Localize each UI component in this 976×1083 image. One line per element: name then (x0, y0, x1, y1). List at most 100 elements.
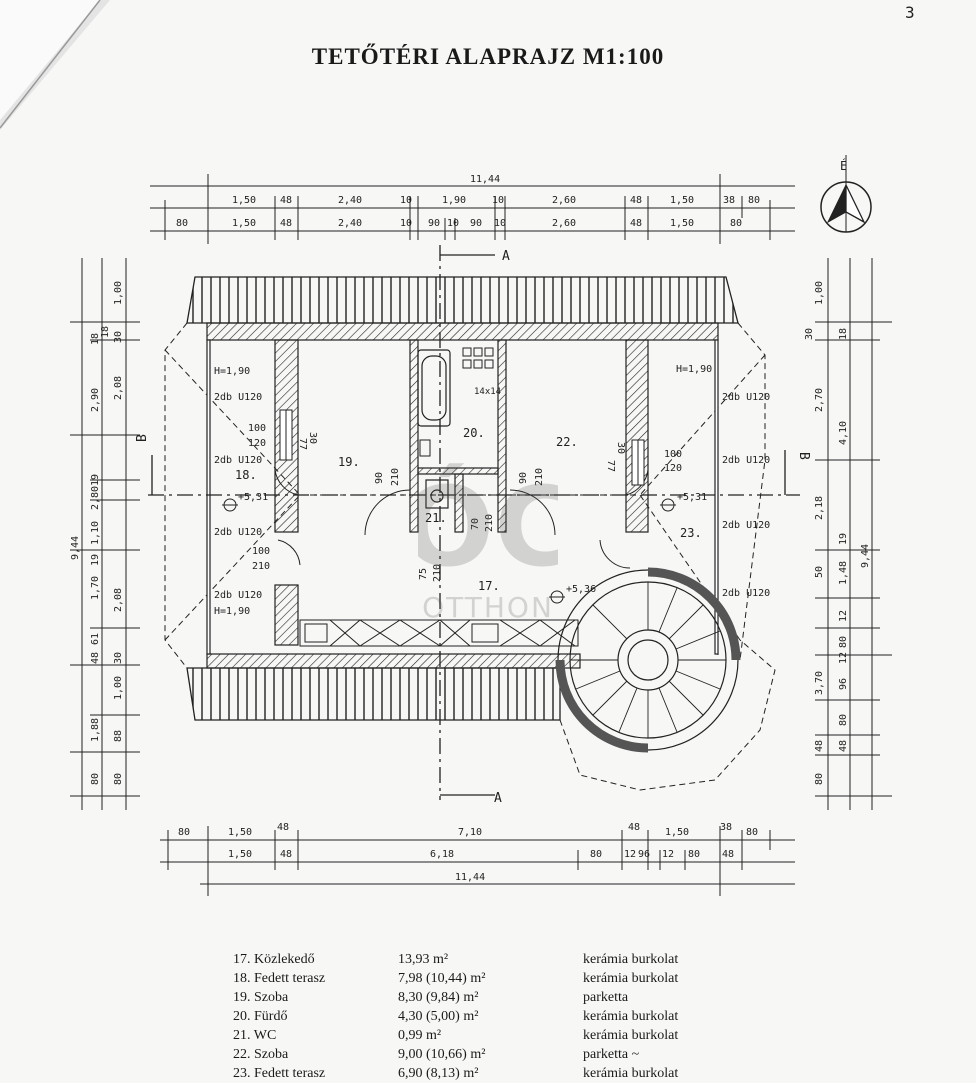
win-width: 30 (615, 442, 626, 454)
beam-label: 2db U120 (214, 392, 262, 403)
dim-label: 2,40 (338, 218, 362, 229)
window-left-label: 100 120 (248, 423, 266, 449)
dim-left-outer: 2,90 2,80 19 1,10 19 1,70 18 1,88 80 (90, 333, 101, 785)
room-label-21: 21. (425, 511, 447, 525)
legend-row: 23. Fedett terasz 6,90 (8,13) m² kerámia… (233, 1064, 753, 1083)
dim-label: 38 (723, 195, 735, 206)
door-width: 75 (418, 568, 429, 580)
dim-label: 1,50 (228, 827, 252, 838)
legend-room-name: 23. Fedett terasz (233, 1066, 326, 1081)
legend-room-area: 13,93 m² (398, 952, 449, 967)
dim-label: 12 (838, 652, 849, 664)
window-width: 100 (664, 449, 682, 460)
dim-label: 80 (746, 827, 758, 838)
bottom-dimension-lines (160, 826, 795, 896)
room-label-23: 23. (680, 526, 702, 540)
dim-label: 1,10 (90, 521, 101, 545)
door-height: 210 (252, 561, 270, 572)
dim-label: 80 (590, 849, 602, 860)
section-cut-lines (148, 245, 800, 800)
dim-label: 12 (624, 849, 636, 860)
dim-label: 19 (90, 554, 101, 566)
legend-row: 20. Fürdő 4,30 (5,00) m² kerámia burkola… (233, 1007, 753, 1026)
legend-row: 22. Szoba 9,00 (10,66) m² parketta ~ (233, 1045, 753, 1064)
dim-label: 19 (838, 533, 849, 545)
dim-label: 1,50 (232, 195, 256, 206)
win-height: 77 (297, 438, 308, 450)
win-30-left-label: 30 77 (297, 432, 318, 450)
legend-room-area: 8,30 (9,84) m² (398, 990, 479, 1005)
dim-label: 88 (113, 730, 124, 742)
legend-room-material: kerámia burkolat (583, 1066, 679, 1081)
page-title: TETŐTÉRI ALAPRAJZ M1:100 (311, 44, 665, 69)
legend-room-material: kerámia burkolat (583, 1028, 679, 1043)
sink-icon (419, 439, 431, 457)
dim-label: 1,50 (232, 218, 256, 229)
door-height: 210 (534, 468, 545, 486)
beam-label: 2db U120 (214, 455, 262, 466)
beam-label: 2db U120 (214, 527, 262, 538)
roof-eave-top (186, 276, 739, 324)
watermark-text: OTTHON (422, 591, 554, 624)
roof-eave-bottom (186, 667, 561, 721)
dim-label: 1,00 (113, 281, 124, 305)
dim-label: 48 (630, 218, 642, 229)
balustrade (299, 619, 579, 647)
legend-room-material: kerámia burkolat (583, 952, 679, 967)
label-h-left-bottom: H=1,90 (214, 606, 250, 617)
dim-label: 48 (277, 822, 289, 833)
door-width: 100 (252, 546, 270, 557)
spiral-staircase (555, 567, 741, 753)
door-lower-label: 100 210 (252, 546, 270, 572)
windows (279, 409, 645, 486)
legend-room-name: 22. Szoba (233, 1047, 289, 1062)
dim-top-total: 11,44 (470, 174, 500, 185)
door-75-label: 75 210 (418, 564, 443, 582)
beam-label: 2db U120 (722, 455, 770, 466)
room-legend-table: 17. Közlekedő 13,93 m² kerámia burkolat … (233, 950, 753, 1083)
door-swings (274, 469, 649, 569)
dim-label: 10 (400, 195, 412, 206)
dim-label: 18 (838, 328, 849, 340)
legend-row: 18. Fedett terasz 7,98 (10,44) m² kerámi… (233, 969, 753, 988)
dim-label: 2,80 (90, 486, 101, 510)
room-label-17: 17. (478, 579, 500, 593)
dim-top-row1: 1,50 48 2,40 10 1,90 10 2,60 48 1,50 38 … (232, 195, 760, 206)
level-left: +5,31 (238, 492, 268, 503)
dim-label: 2,08 (113, 376, 124, 400)
dim-label: 3,70 (814, 671, 825, 695)
level-right: +5,31 (677, 492, 707, 503)
door-width: 90 (518, 472, 529, 484)
dim-label: 1,50 (228, 849, 252, 860)
tile-grid (462, 347, 494, 369)
dim-label: 30 (113, 652, 124, 664)
section-a-bottom: A (494, 791, 502, 806)
label-h-left-top: H=1,90 (214, 366, 250, 377)
door-90-b-label: 90 210 (518, 468, 545, 486)
dim-label: 48 (90, 652, 101, 664)
legend-row: 21. WC 0,99 m² kerámia burkolat (233, 1026, 753, 1045)
dim-label: 12 (662, 849, 674, 860)
level-mid: +5,36 (566, 584, 596, 595)
dim-top-row2: 80 1,50 48 2,40 10 90 10 90 10 2,60 48 1… (176, 218, 742, 229)
window-height: 120 (248, 438, 266, 449)
left-dimension-lines (70, 258, 140, 810)
dim-label: 10 (447, 218, 459, 229)
dim-label: 10 (400, 218, 412, 229)
room-label-20: 20. (463, 426, 485, 440)
door-width: 90 (374, 472, 385, 484)
dim-label: 2,40 (338, 195, 362, 206)
legend-room-name: 18. Fedett terasz (233, 971, 326, 986)
dim-label: 10 (494, 218, 506, 229)
legend-room-name: 21. WC (233, 1028, 277, 1043)
room-label-19: 19. (338, 455, 360, 469)
dim-label: 80 (838, 636, 849, 648)
label-h-right-top: H=1,90 (676, 364, 712, 375)
bathtub-icon (417, 349, 451, 427)
dim-label: 90 (470, 218, 482, 229)
top-dimension-lines (150, 174, 795, 244)
dim-label: 80 (176, 218, 188, 229)
legend-room-area: 0,99 m² (398, 1028, 442, 1043)
win-30-right-label: 30 77 (605, 442, 626, 472)
door-height: 210 (390, 468, 401, 486)
